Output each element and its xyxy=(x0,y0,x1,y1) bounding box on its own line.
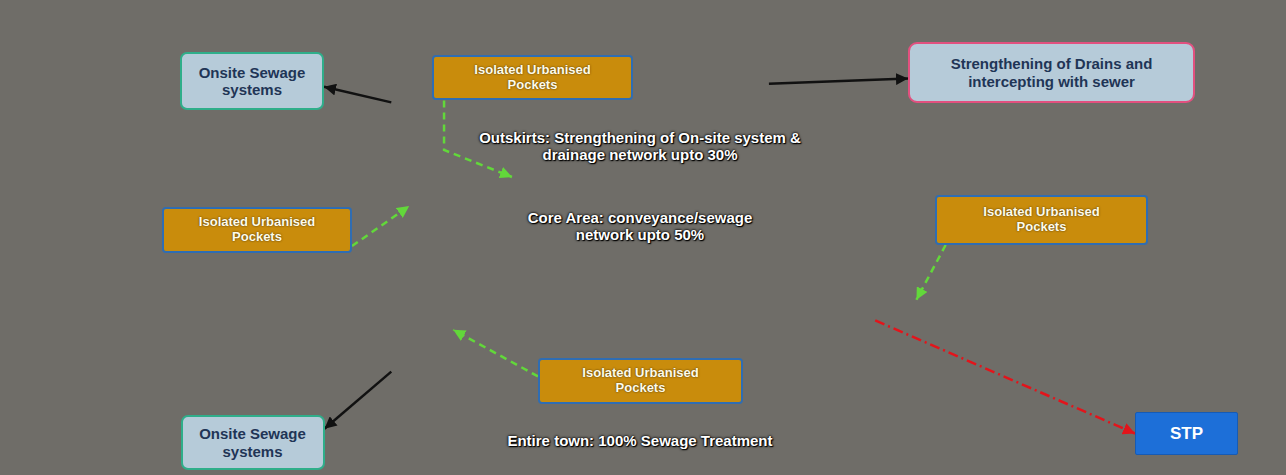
pocket-box: Isolated Urbanised Pockets xyxy=(538,358,743,404)
box-label: Onsite Sewage systems xyxy=(191,425,315,460)
flow-arrow xyxy=(916,245,945,300)
pocket-box: Isolated Urbanised Pockets xyxy=(935,195,1148,245)
pocket-box: Isolated Urbanised Pockets xyxy=(432,55,633,101)
pointer-arrow xyxy=(325,372,392,429)
sewer-line xyxy=(500,178,872,298)
box-label: Isolated Urbanised Pockets xyxy=(972,205,1112,235)
zone-border xyxy=(356,166,944,354)
drain-box: Strengthening of Drains and intercepting… xyxy=(908,42,1195,103)
box-label: STP xyxy=(1147,424,1227,444)
pointer-arrow xyxy=(769,79,908,84)
zone-outline xyxy=(355,165,945,355)
box-label: Isolated Urbanised Pockets xyxy=(187,215,327,245)
open-field xyxy=(0,300,420,475)
pointer-arrow xyxy=(324,87,391,103)
sewer-line xyxy=(560,262,800,285)
flow-arrow xyxy=(453,330,538,377)
box-label: Isolated Urbanised Pockets xyxy=(571,366,711,396)
zone-border xyxy=(82,14,1199,463)
zone-label: Entire town: 100% Sewage Treatment xyxy=(420,432,860,449)
stp-box: STP xyxy=(1135,412,1238,455)
zone-label-slot: Entire town: 100% Sewage Treatment xyxy=(420,432,860,449)
flow-arrow xyxy=(352,206,409,246)
box-label: Onsite Sewage systems xyxy=(190,64,314,99)
pocket-box: Isolated Urbanised Pockets xyxy=(162,207,352,253)
zone-label: Core Area: conveyance/sewage network upt… xyxy=(515,209,765,244)
box-label: Isolated Urbanised Pockets xyxy=(463,63,603,93)
zone-label: Outskirts: Strengthening of On-site syst… xyxy=(475,129,805,164)
sewer-main-arrow xyxy=(875,320,1135,433)
onsite-box: Onsite Sewage systems xyxy=(180,52,324,110)
onsite-box: Onsite Sewage systems xyxy=(181,415,325,470)
zone-label-slot: Outskirts: Strengthening of On-site syst… xyxy=(475,129,805,164)
box-label: Strengthening of Drains and intercepting… xyxy=(921,55,1183,90)
zone-band xyxy=(82,14,1199,463)
flow-arrow xyxy=(444,100,512,177)
zone-fill xyxy=(356,166,944,354)
core-zone: Core Area: conveyance/sewage network upt… xyxy=(355,165,945,355)
zone-label-slot: Core Area: conveyance/sewage network upt… xyxy=(515,209,765,244)
